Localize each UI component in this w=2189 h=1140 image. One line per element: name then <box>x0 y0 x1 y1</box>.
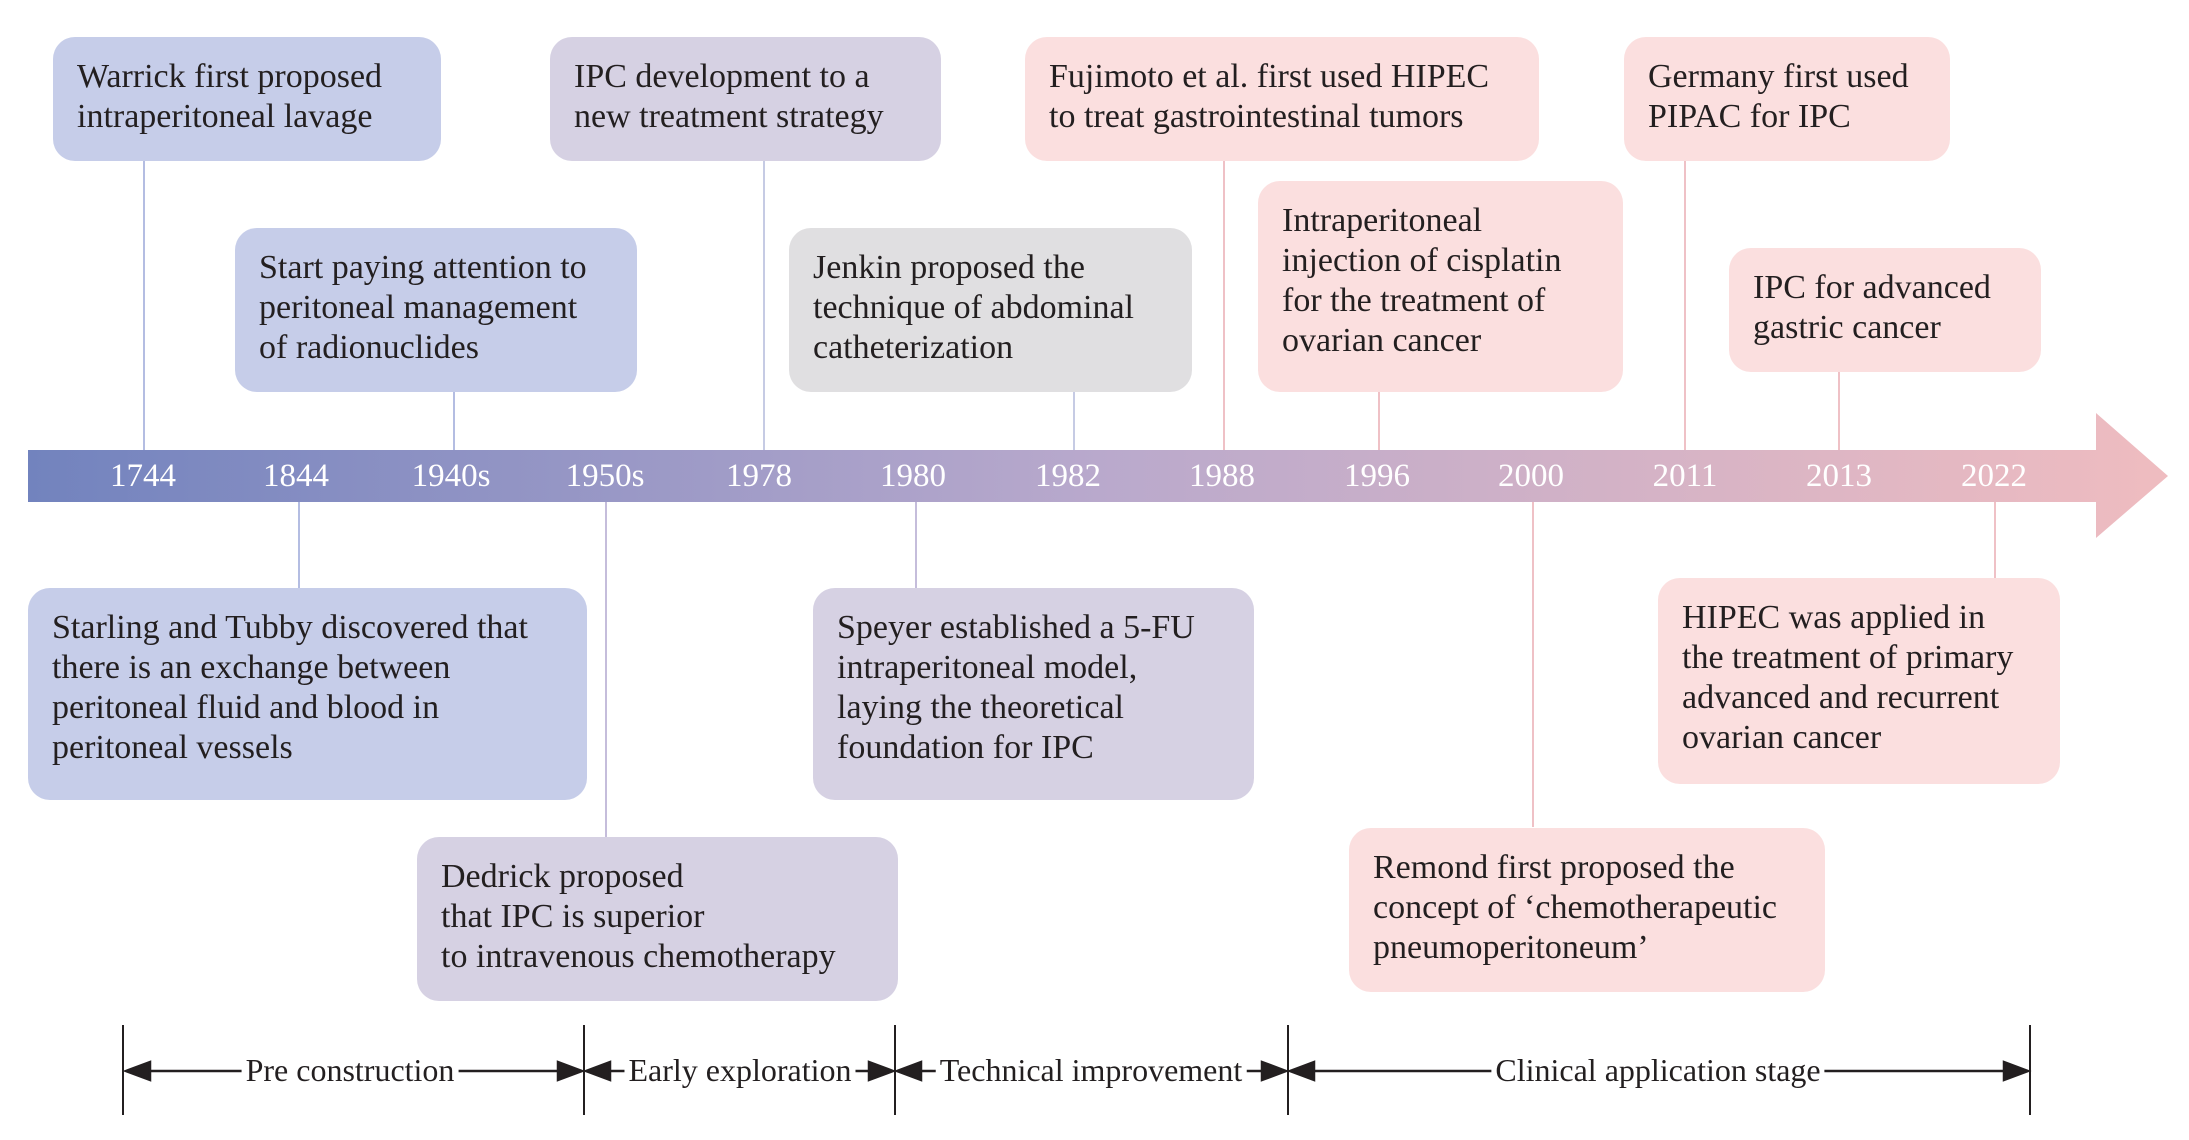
connector-2013 <box>1838 370 1840 450</box>
stage-label-clinical-application: Clinical application stage <box>1491 1050 1825 1090</box>
event-text-line: ovarian cancer <box>1682 719 1882 756</box>
event-text-line: Intraperitoneal <box>1282 202 1483 239</box>
event-box-1978: IPC development to a new treatment strat… <box>550 37 941 161</box>
stage-tick <box>894 1025 896 1115</box>
year-label-1978: 1978 <box>726 458 792 494</box>
connector-2000 <box>1532 502 1534 827</box>
event-box-2011: Germany first used PIPAC for IPC <box>1624 37 1950 161</box>
event-text-line: IPC for advanced <box>1753 269 1991 306</box>
event-box-1988: Fujimoto et al. first used HIPEC to trea… <box>1025 37 1539 161</box>
connector-1940s <box>453 390 455 450</box>
event-text-line: intraperitoneal model, <box>837 649 1138 686</box>
connector-1950s <box>605 502 607 837</box>
year-label-1982: 1982 <box>1035 458 1101 494</box>
connector-2022 <box>1994 502 1996 578</box>
event-text-line: concept of ‘chemotherapeutic <box>1373 889 1778 926</box>
stage-label-pre-construction: Pre construction <box>241 1050 459 1090</box>
event-text-line: of radionuclides <box>259 329 479 366</box>
connector-1982 <box>1073 390 1075 450</box>
event-text-line: intraperitoneal lavage <box>77 98 373 135</box>
event-box-2000: Remond first proposed the concept of ‘ch… <box>1349 828 1825 992</box>
connector-1844 <box>298 502 300 588</box>
year-label-1940s: 1940s <box>411 458 491 494</box>
event-text-line: Fujimoto et al. first used HIPEC <box>1049 58 1490 95</box>
event-box-1980: Speyer established a 5-FU intraperitonea… <box>813 588 1254 800</box>
event-text-line: gastric cancer <box>1753 309 1941 346</box>
year-label-1996: 1996 <box>1344 458 1410 494</box>
year-label-1950s: 1950s <box>565 458 645 494</box>
event-text-line: ovarian cancer <box>1282 322 1482 359</box>
connector-2011 <box>1684 160 1686 450</box>
event-text-line: technique of abdominal <box>813 289 1135 326</box>
year-label-2013: 2013 <box>1806 458 1872 494</box>
event-text-line: catheterization <box>813 329 1014 366</box>
event-text-line: IPC development to a <box>574 58 870 95</box>
event-text-line: Start paying attention to <box>259 249 587 286</box>
event-text-line: advanced and recurrent <box>1682 679 2000 716</box>
event-text-line: for the treatment of <box>1282 282 1546 319</box>
connector-1744 <box>143 160 145 450</box>
connector-1980 <box>915 502 917 588</box>
stage-tick <box>583 1025 585 1115</box>
year-label-1988: 1988 <box>1189 458 1255 494</box>
year-label-1844: 1844 <box>263 458 329 494</box>
event-text-line: that IPC is superior <box>441 898 705 935</box>
event-text-line: Germany first used <box>1648 58 1909 95</box>
event-text-line: Starling and Tubby discovered that <box>52 609 528 646</box>
event-text-line: the treatment of primary <box>1682 639 2014 676</box>
event-text-line: peritoneal management <box>259 289 578 326</box>
event-text-line: HIPEC was applied in <box>1682 599 1986 636</box>
timeline-arrow-bar <box>28 413 2168 538</box>
year-label-2011: 2011 <box>1652 458 1718 494</box>
event-box-1996: Intraperitoneal injection of cisplatin f… <box>1258 181 1623 392</box>
event-text-line: Jenkin proposed the <box>813 249 1085 286</box>
event-text-line: to intravenous chemotherapy <box>441 938 836 975</box>
event-text-line: Speyer established a 5-FU <box>837 609 1195 646</box>
stage-tick <box>122 1025 124 1115</box>
event-box-2013: IPC for advanced gastric cancer <box>1729 248 2041 372</box>
event-text-line: there is an exchange between <box>52 649 451 686</box>
event-box-2022: HIPEC was applied in the treatment of pr… <box>1658 578 2060 784</box>
year-label-1744: 1744 <box>110 458 176 494</box>
event-text-line: to treat gastrointestinal tumors <box>1049 98 1464 135</box>
event-box-1950s: Dedrick proposed that IPC is superior to… <box>417 837 898 1001</box>
stage-label-early-exploration: Early exploration <box>624 1050 856 1090</box>
event-text-line: Warrick first proposed <box>77 58 383 95</box>
event-text-line: Remond first proposed the <box>1373 849 1735 886</box>
event-text-line: peritoneal vessels <box>52 729 293 766</box>
event-text-line: laying the theoretical <box>837 689 1124 726</box>
connector-1978 <box>763 160 765 450</box>
stage-tick <box>1287 1025 1289 1115</box>
stage-tick <box>2029 1025 2031 1115</box>
event-text-line: peritoneal fluid and blood in <box>52 689 440 726</box>
year-label-1980: 1980 <box>880 458 946 494</box>
event-box-1982: Jenkin proposed the technique of abdomin… <box>789 228 1192 392</box>
event-text-line: PIPAC for IPC <box>1648 98 1851 135</box>
event-text-line: pneumoperitoneum’ <box>1373 929 1649 966</box>
event-text-line: new treatment strategy <box>574 98 884 135</box>
event-box-1940s: Start paying attention to peritoneal man… <box>235 228 637 392</box>
year-label-2000: 2000 <box>1498 458 1564 494</box>
connector-1988 <box>1223 160 1225 450</box>
event-text-line: injection of cisplatin <box>1282 242 1562 279</box>
year-label-2022: 2022 <box>1961 458 2027 494</box>
stage-label-technical-improvement: Technical improvement <box>935 1050 1247 1090</box>
event-text-line: Dedrick proposed <box>441 858 684 895</box>
event-box-1844: Starling and Tubby discovered that there… <box>28 588 587 800</box>
connector-1996 <box>1378 390 1380 450</box>
event-text-line: foundation for IPC <box>837 729 1094 766</box>
event-box-1744: Warrick first proposed intraperitoneal l… <box>53 37 441 161</box>
